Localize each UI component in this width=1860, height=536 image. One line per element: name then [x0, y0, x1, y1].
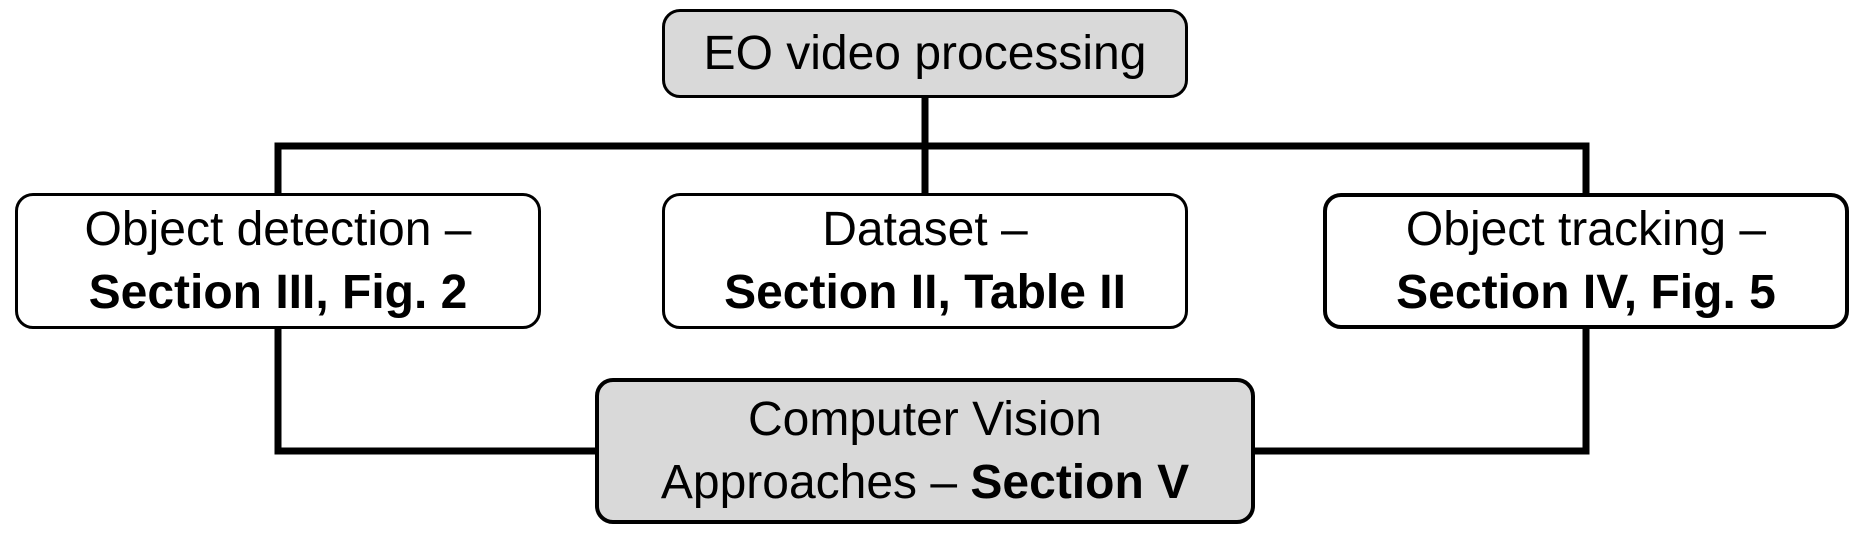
node-dataset: Dataset – Section II, Table II — [662, 193, 1188, 329]
connector-right-to-bottom — [1251, 325, 1590, 455]
connector-top-bus — [274, 142, 1590, 197]
node-dataset-title: Dataset – — [822, 202, 1028, 256]
node-computer-vision-title: Computer Vision — [748, 392, 1102, 446]
node-computer-vision-approaches-text: Approaches – — [660, 456, 971, 509]
node-object-tracking-title: Object tracking – — [1405, 202, 1767, 256]
node-object-tracking: Object tracking – Section IV, Fig. 5 — [1323, 193, 1849, 329]
node-eo-video-processing-label: EO video processing — [703, 26, 1147, 80]
node-computer-vision-approaches: Computer Vision Approaches – Section V — [595, 378, 1255, 524]
node-computer-vision-line2: Approaches – Section V — [661, 451, 1189, 514]
connector-left-to-bottom — [274, 325, 599, 455]
node-object-detection: Object detection – Section III, Fig. 2 — [15, 193, 541, 329]
node-eo-video-processing: EO video processing — [662, 9, 1188, 98]
node-dataset-reference: Section II, Table II — [724, 266, 1126, 319]
node-object-detection-reference: Section III, Fig. 2 — [88, 266, 468, 319]
node-object-tracking-reference: Section IV, Fig. 5 — [1396, 266, 1776, 319]
node-computer-vision-reference: Section V — [970, 456, 1190, 509]
node-object-detection-title: Object detection – — [84, 202, 472, 256]
